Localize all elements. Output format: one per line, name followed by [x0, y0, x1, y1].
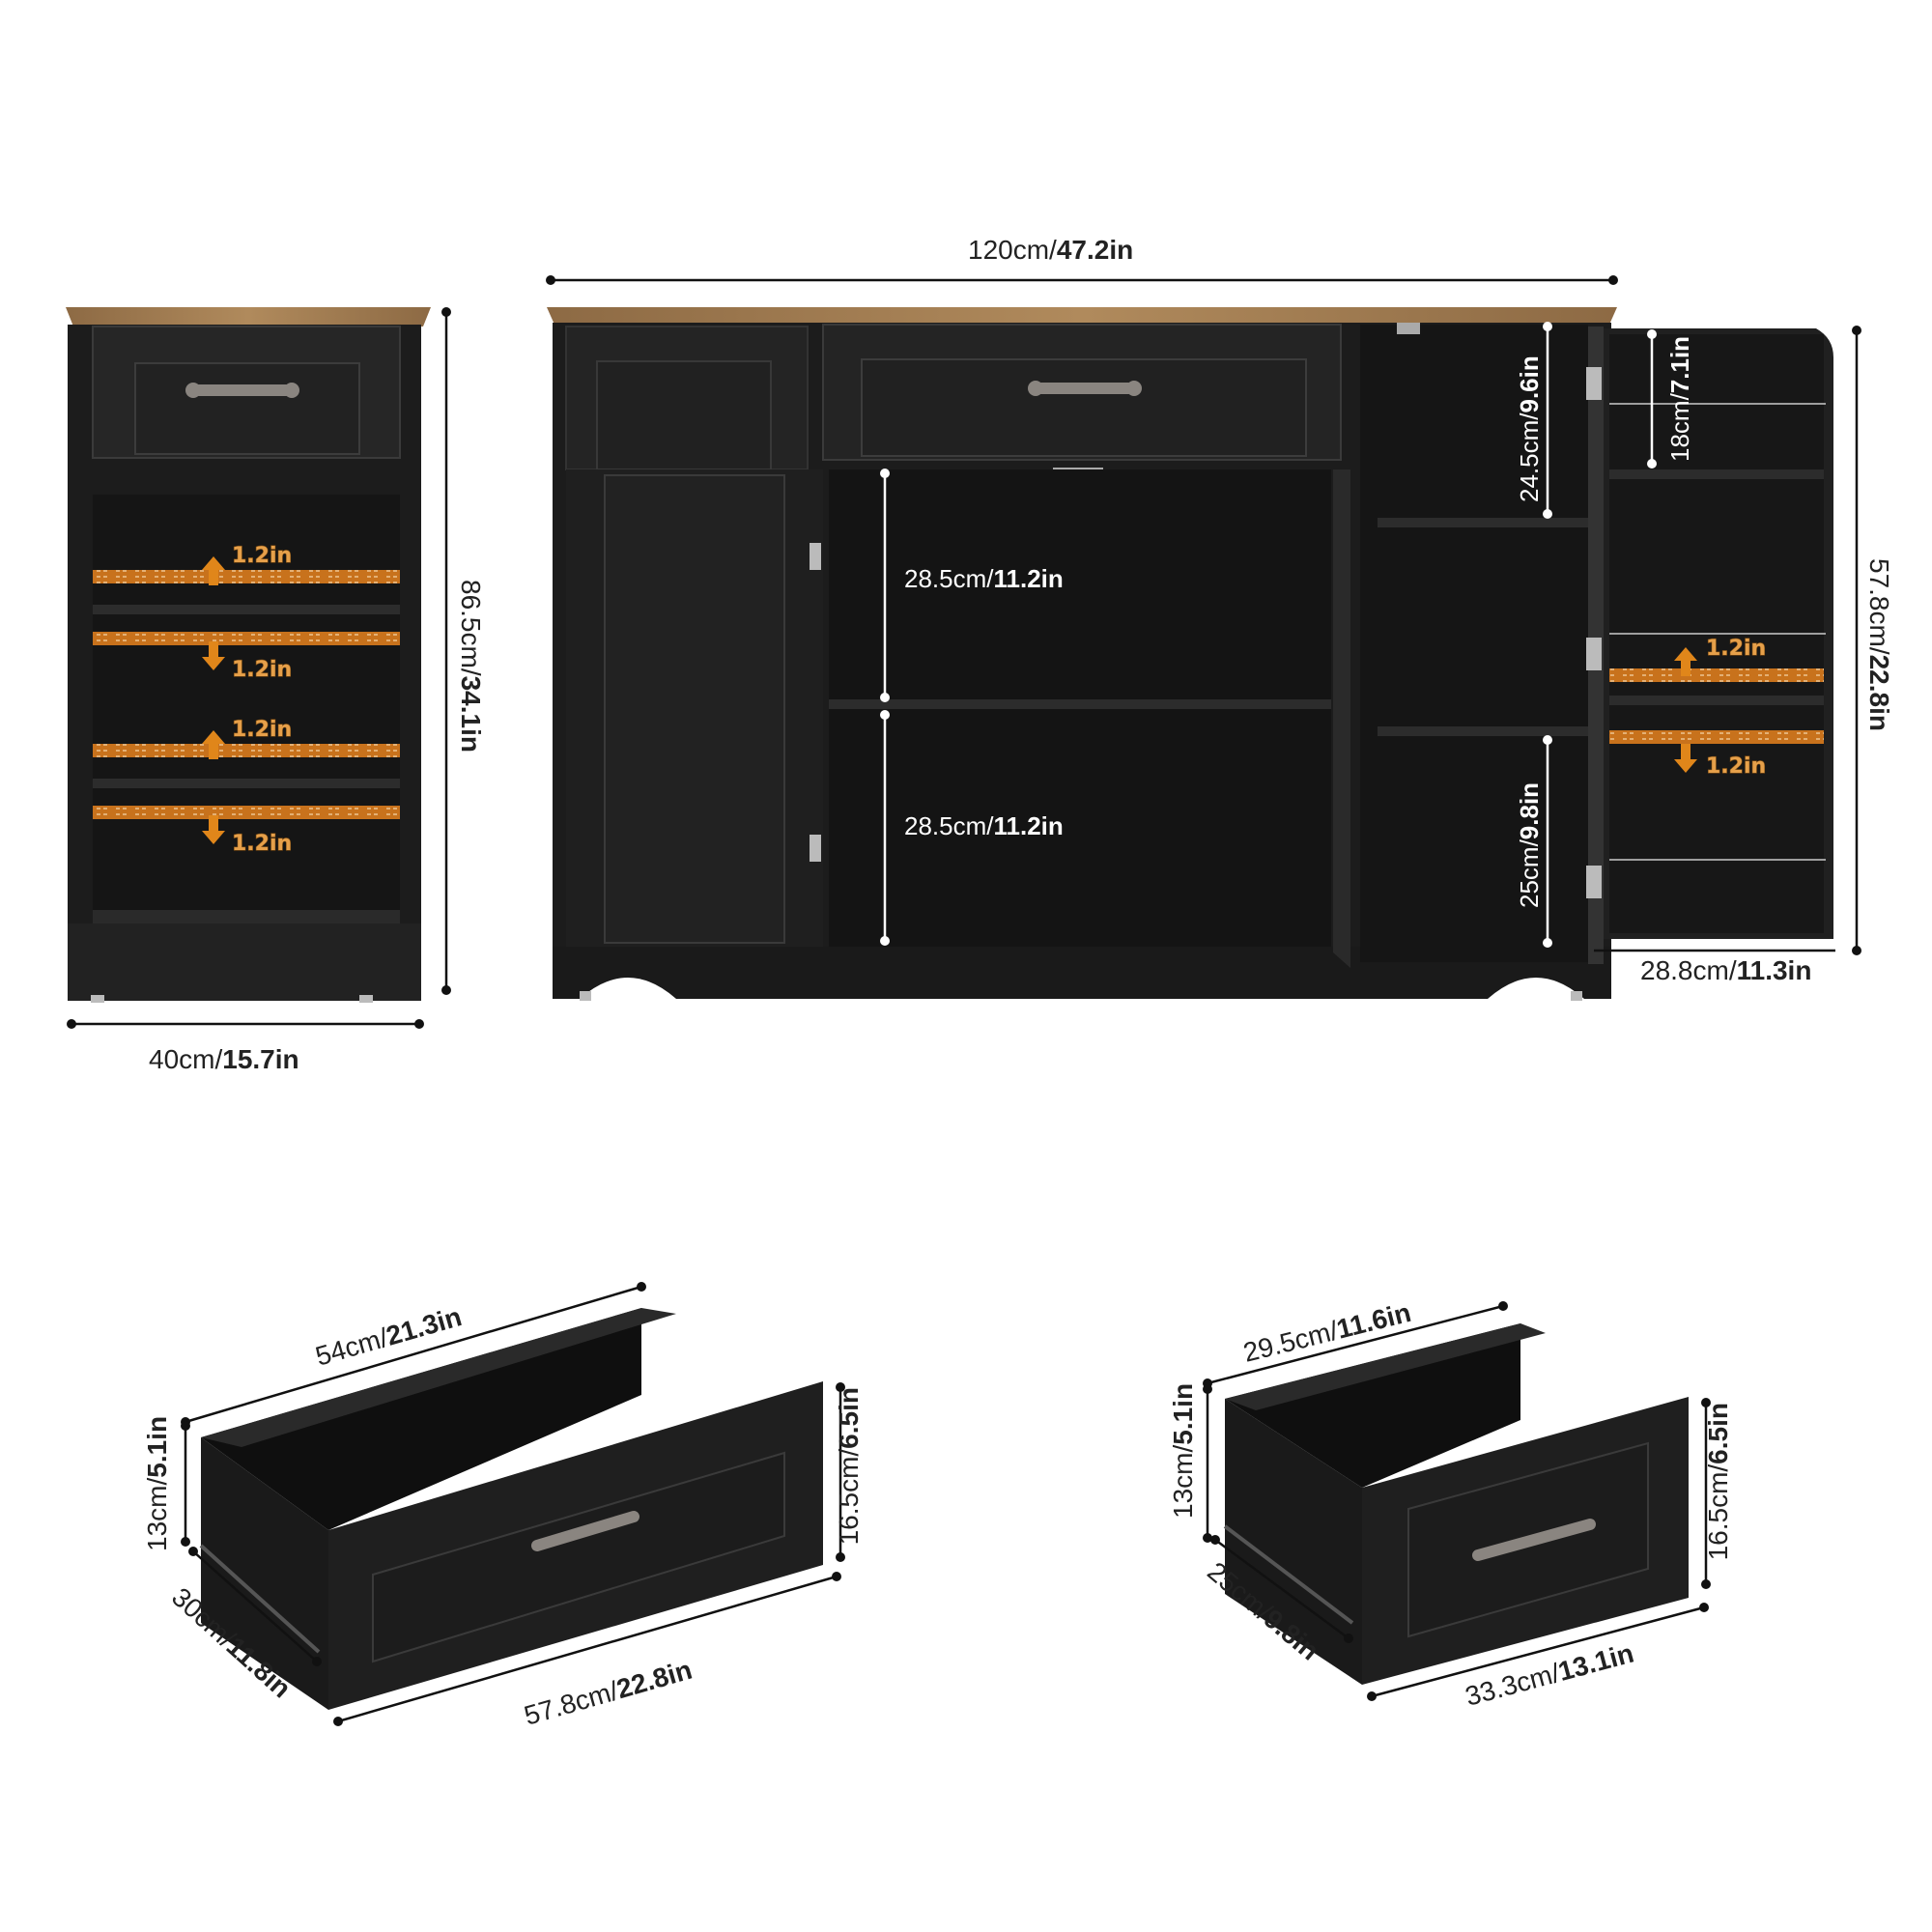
adjust-label: 1.2in: [232, 832, 292, 856]
small-drawer-front-height-dimension: 16.5cm/6.5in: [1701, 1398, 1733, 1589]
door-shelf-dimension: 18cm/7.1in: [1647, 329, 1694, 469]
svg-text:24.5cm/9.6in: 24.5cm/9.6in: [1515, 355, 1544, 502]
sideboard-width-dimension: 120cm/47.2in: [546, 235, 1618, 285]
adjust-label: 1.2in: [232, 544, 292, 568]
arrow-down-icon: [202, 815, 225, 844]
svg-text:18cm/7.1in: 18cm/7.1in: [1665, 336, 1694, 462]
svg-text:13cm/5.1in: 13cm/5.1in: [1168, 1383, 1198, 1519]
big-drawer: [199, 1308, 823, 1710]
big-drawer-front-height-dimension: 16.5cm/6.5in: [834, 1382, 864, 1562]
adjustment-stripes: [93, 570, 400, 819]
svg-text:25cm/9.8in: 25cm/9.8in: [1515, 782, 1544, 908]
svg-text:16.5cm/6.5in: 16.5cm/6.5in: [1703, 1403, 1733, 1560]
adjust-label: 1.2in: [232, 718, 292, 742]
drawer-handle-icon: [1472, 1519, 1596, 1561]
svg-text:16.5cm/6.5in: 16.5cm/6.5in: [834, 1387, 864, 1545]
open-right-door: 1.2in 1.2in: [1586, 327, 1833, 964]
svg-text:28.5cm/11.2in: 28.5cm/11.2in: [904, 564, 1064, 593]
side-height-dimension: 86.5cm/34.1in: [441, 307, 486, 995]
adjust-label: 1.2in: [1706, 637, 1766, 661]
svg-text:28.8cm/11.3in: 28.8cm/11.3in: [1640, 955, 1811, 985]
adjust-label: 1.2in: [232, 658, 292, 682]
drawer-handle-icon: [531, 1511, 639, 1551]
sideboard: 1.2in 1.2in: [547, 307, 1833, 1001]
svg-text:120cm/47.2in: 120cm/47.2in: [968, 235, 1133, 265]
small-drawer-side-height-dimension: 13cm/5.1in: [1168, 1383, 1212, 1543]
arrow-down-icon: [202, 641, 225, 670]
svg-text:13cm/5.1in: 13cm/5.1in: [142, 1416, 172, 1551]
side-cabinet: 1.2in 1.2in 1.2in 1.2in: [66, 307, 431, 1003]
door-width-dimension: 28.8cm/11.3in: [1594, 949, 1835, 985]
arrow-up-icon: [1674, 647, 1697, 676]
svg-text:40cm/15.7in: 40cm/15.7in: [149, 1044, 299, 1074]
svg-text:28.5cm/11.2in: 28.5cm/11.2in: [904, 811, 1064, 840]
drawer-handle-icon: [185, 383, 299, 398]
door-height-dimension: 57.8cm/22.8in: [1852, 326, 1894, 955]
small-drawer: [1223, 1323, 1689, 1685]
arrow-down-icon: [1674, 744, 1697, 773]
big-drawer-side-height-dimension: 13cm/5.1in: [142, 1416, 190, 1551]
svg-text:86.5cm/34.1in: 86.5cm/34.1in: [456, 580, 486, 753]
svg-text:57.8cm/22.8in: 57.8cm/22.8in: [1864, 558, 1894, 731]
svg-text:57.8cm/22.8in: 57.8cm/22.8in: [521, 1655, 696, 1731]
drawer-handle-icon: [1028, 381, 1142, 396]
adjust-label: 1.2in: [1706, 754, 1766, 779]
center-upper-dimension: 28.5cm/11.2in: [880, 469, 1064, 702]
side-width-dimension: 40cm/15.7in: [67, 1019, 424, 1074]
center-lower-dimension: 28.5cm/11.2in: [880, 710, 1064, 946]
arrow-up-icon: [202, 730, 225, 759]
arrow-up-icon: [202, 556, 225, 585]
right-upper-dimension: 24.5cm/9.6in: [1515, 322, 1552, 519]
right-lower-dimension: 25cm/9.8in: [1515, 735, 1552, 948]
svg-text:29.5cm/11.6in: 29.5cm/11.6in: [1240, 1297, 1414, 1368]
